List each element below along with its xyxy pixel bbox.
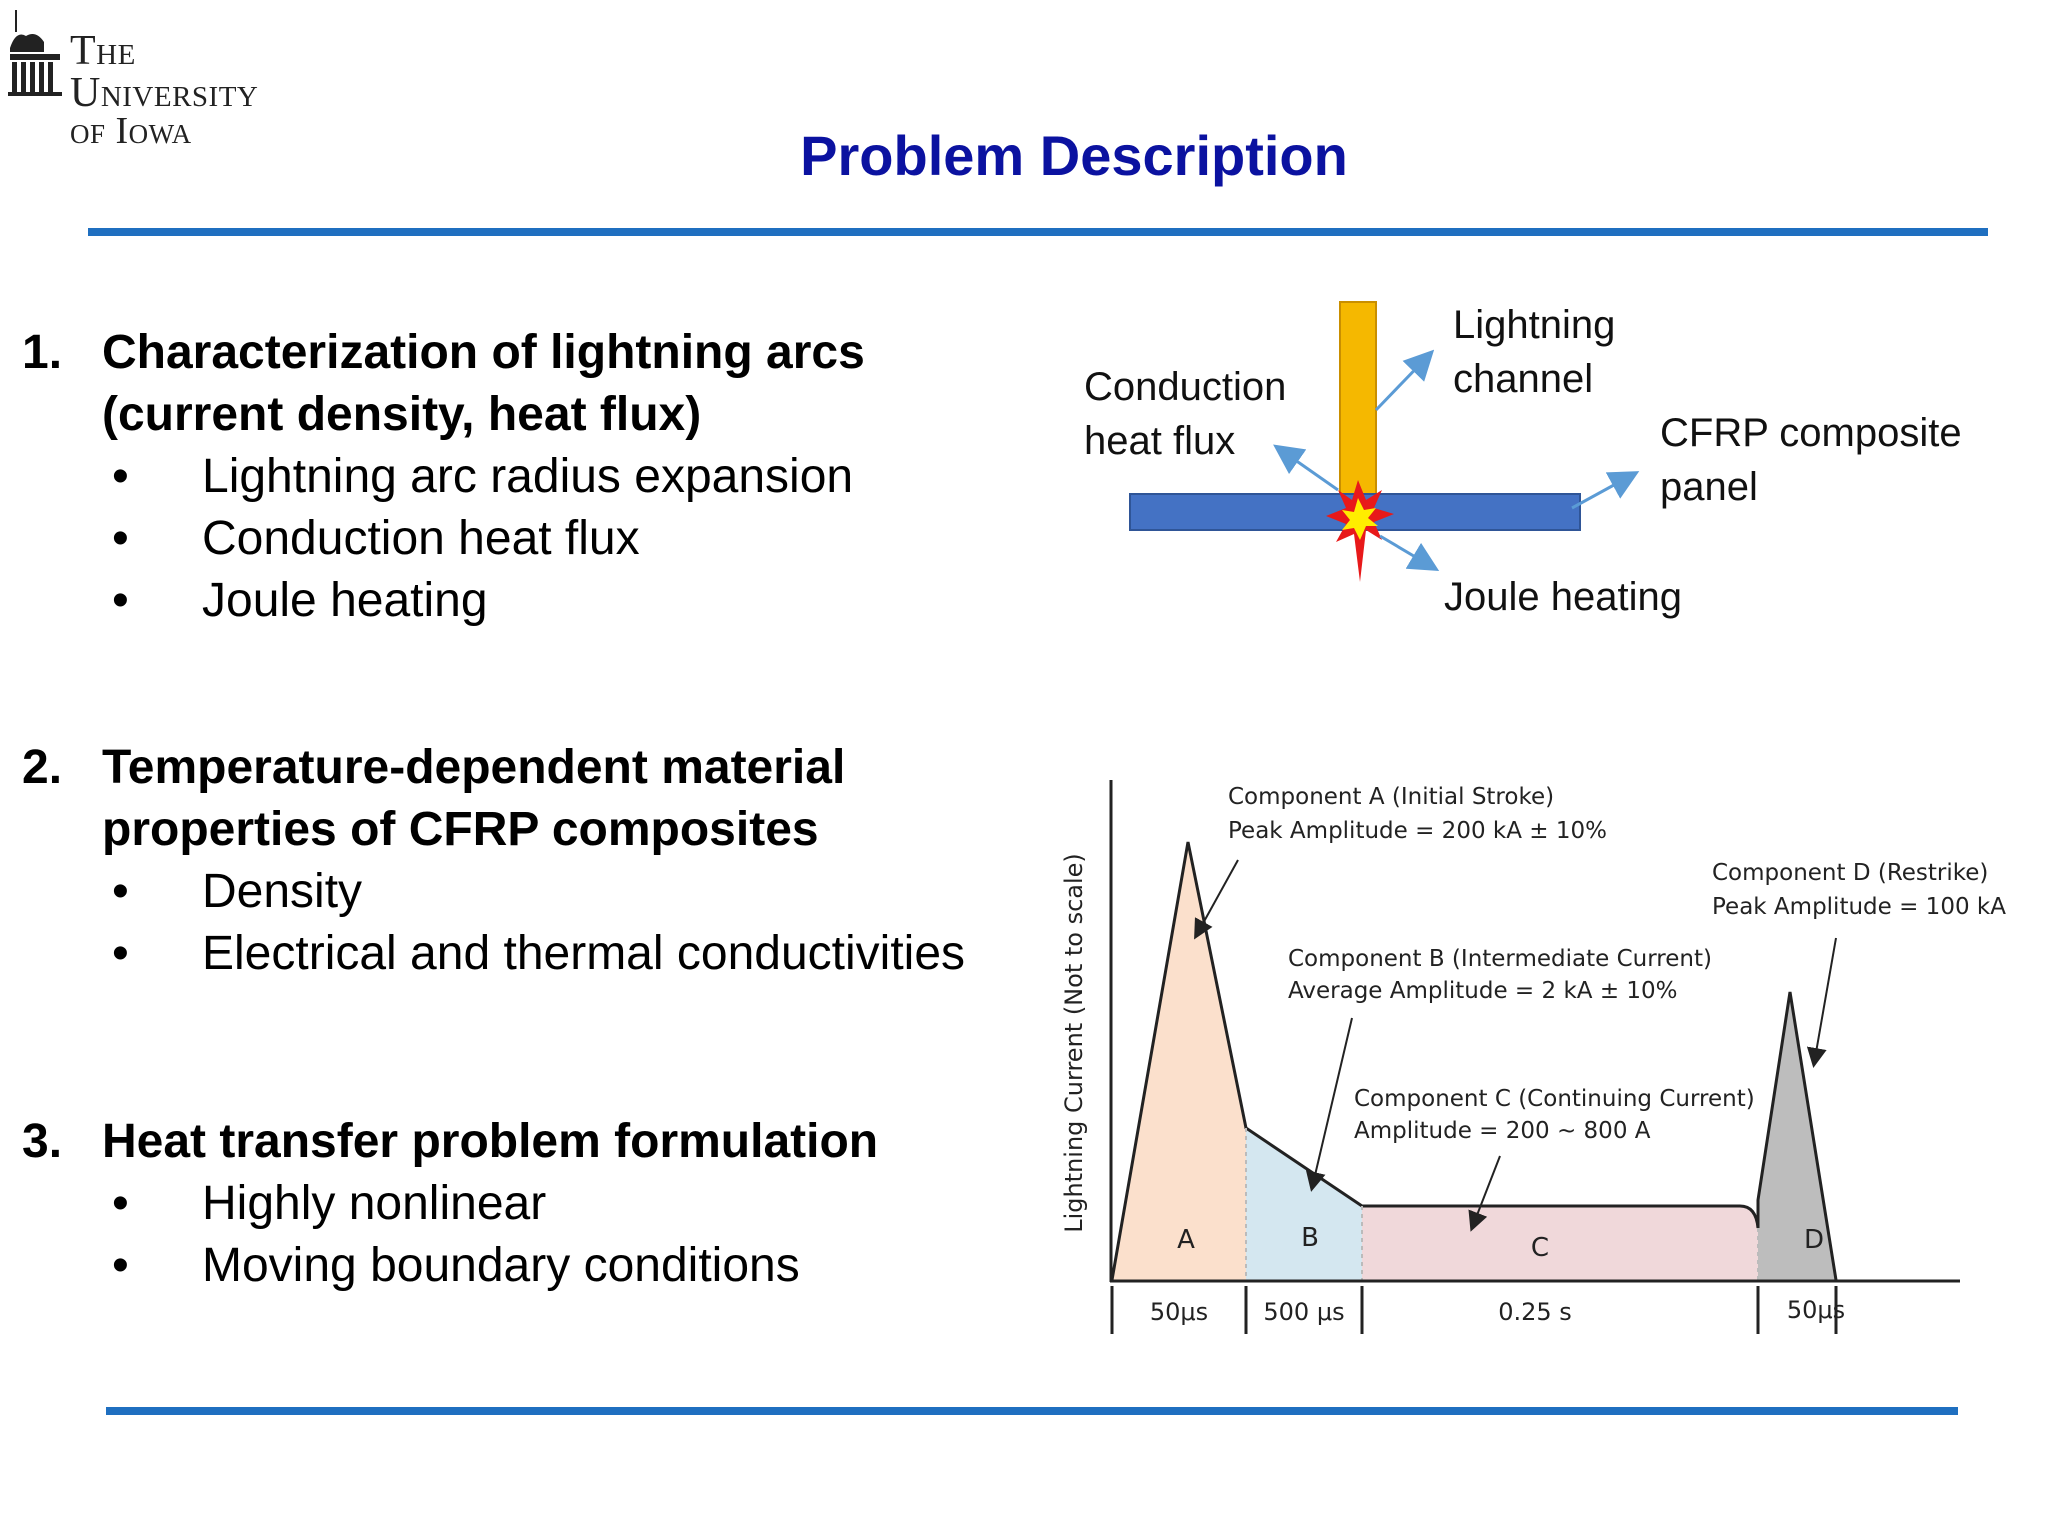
segment-d-letter: D — [1804, 1225, 1824, 1255]
lightning-channel-label: Lightning channel — [1453, 303, 1616, 401]
segment-b-letter: B — [1301, 1223, 1319, 1253]
top-divider — [88, 228, 1988, 236]
bottom-divider — [106, 1407, 1958, 1415]
section-heading: Characterization of lightning arcs (curr… — [102, 326, 865, 441]
annotation-c-title: Component C (Continuing Current) — [1354, 1086, 1755, 1112]
duration-b: 500 μs — [1263, 1298, 1344, 1326]
old-capitol-icon — [8, 10, 62, 96]
section-number: 3. — [22, 1115, 63, 1168]
annotation-c-amplitude: Amplitude = 200 ~ 800 A — [1354, 1118, 1651, 1144]
section-number: 2. — [22, 741, 63, 794]
duration-a: 50μs — [1150, 1298, 1208, 1326]
list-item: •Conduction heat flux — [112, 512, 640, 565]
segment-c-letter: C — [1531, 1233, 1549, 1263]
arrow-lightning-channel — [1374, 349, 1435, 412]
segment-a-region — [1112, 842, 1246, 1280]
annotation-b-amplitude: Average Amplitude = 2 kA ± 10% — [1288, 978, 1678, 1004]
list-item: •Highly nonlinear — [112, 1177, 547, 1230]
joule-heating-label: Joule heating — [1444, 575, 1682, 619]
segment-c-region — [1362, 1206, 1758, 1280]
annotation-b-title: Component B (Intermediate Current) — [1288, 946, 1712, 972]
lightning-strike-diagram: Conduction heat flux Lightning channel C… — [1060, 280, 2048, 640]
list-item: •Moving boundary conditions — [112, 1239, 800, 1292]
segment-a-letter: A — [1177, 1225, 1195, 1255]
section-number: 1. — [22, 326, 63, 379]
arrow-conduction — [1273, 444, 1339, 492]
list-item: •Density — [112, 865, 363, 918]
logo-line-2: of Iowa — [70, 110, 192, 152]
duration-d: 50μs — [1787, 1296, 1845, 1324]
university-logo: The University of Iowa — [8, 8, 328, 150]
section-heading: Heat transfer problem formulation — [102, 1115, 879, 1168]
cfrp-panel-label: CFRP composite panel — [1660, 411, 1962, 509]
logo-line-1: The University — [70, 28, 259, 116]
section-3: 3. Heat transfer problem formulation •Hi… — [22, 1111, 1042, 1297]
segment-b-region — [1246, 1128, 1362, 1280]
y-axis-label: Lightning Current (Not to scale) — [1060, 853, 1088, 1233]
section-2: 2. Temperature-dependent material proper… — [22, 737, 1042, 985]
waveform-line — [1110, 841, 1838, 1281]
arrow-joule — [1379, 534, 1440, 572]
duration-c: 0.25 s — [1498, 1298, 1572, 1326]
segment-d-region — [1758, 992, 1836, 1280]
list-item: •Lightning arc radius expansion — [112, 450, 854, 503]
annotation-a-amplitude: Peak Amplitude = 200 kA ± 10% — [1228, 818, 1607, 844]
lightning-channel — [1339, 301, 1377, 499]
list-item: •Electrical and thermal conductivities — [112, 927, 966, 980]
arrow-panel — [1571, 471, 1640, 510]
page-title: Problem Description — [800, 124, 1348, 187]
section-1: 1. Characterization of lightning arcs (c… — [22, 322, 1042, 632]
annotation-d-amplitude: Peak Amplitude = 100 kA — [1712, 894, 2006, 920]
section-heading: Temperature-dependent material propertie… — [102, 741, 846, 856]
lightning-waveform-figure: Lightning Current (Not to scale) A B C D… — [1040, 770, 2040, 1350]
conduction-heat-flux-label: Conduction heat flux — [1084, 365, 1287, 463]
annotation-d-title: Component D (Restrike) — [1712, 860, 1988, 886]
list-item: •Joule heating — [112, 574, 488, 627]
annotation-a-title: Component A (Initial Stroke) — [1228, 784, 1554, 810]
